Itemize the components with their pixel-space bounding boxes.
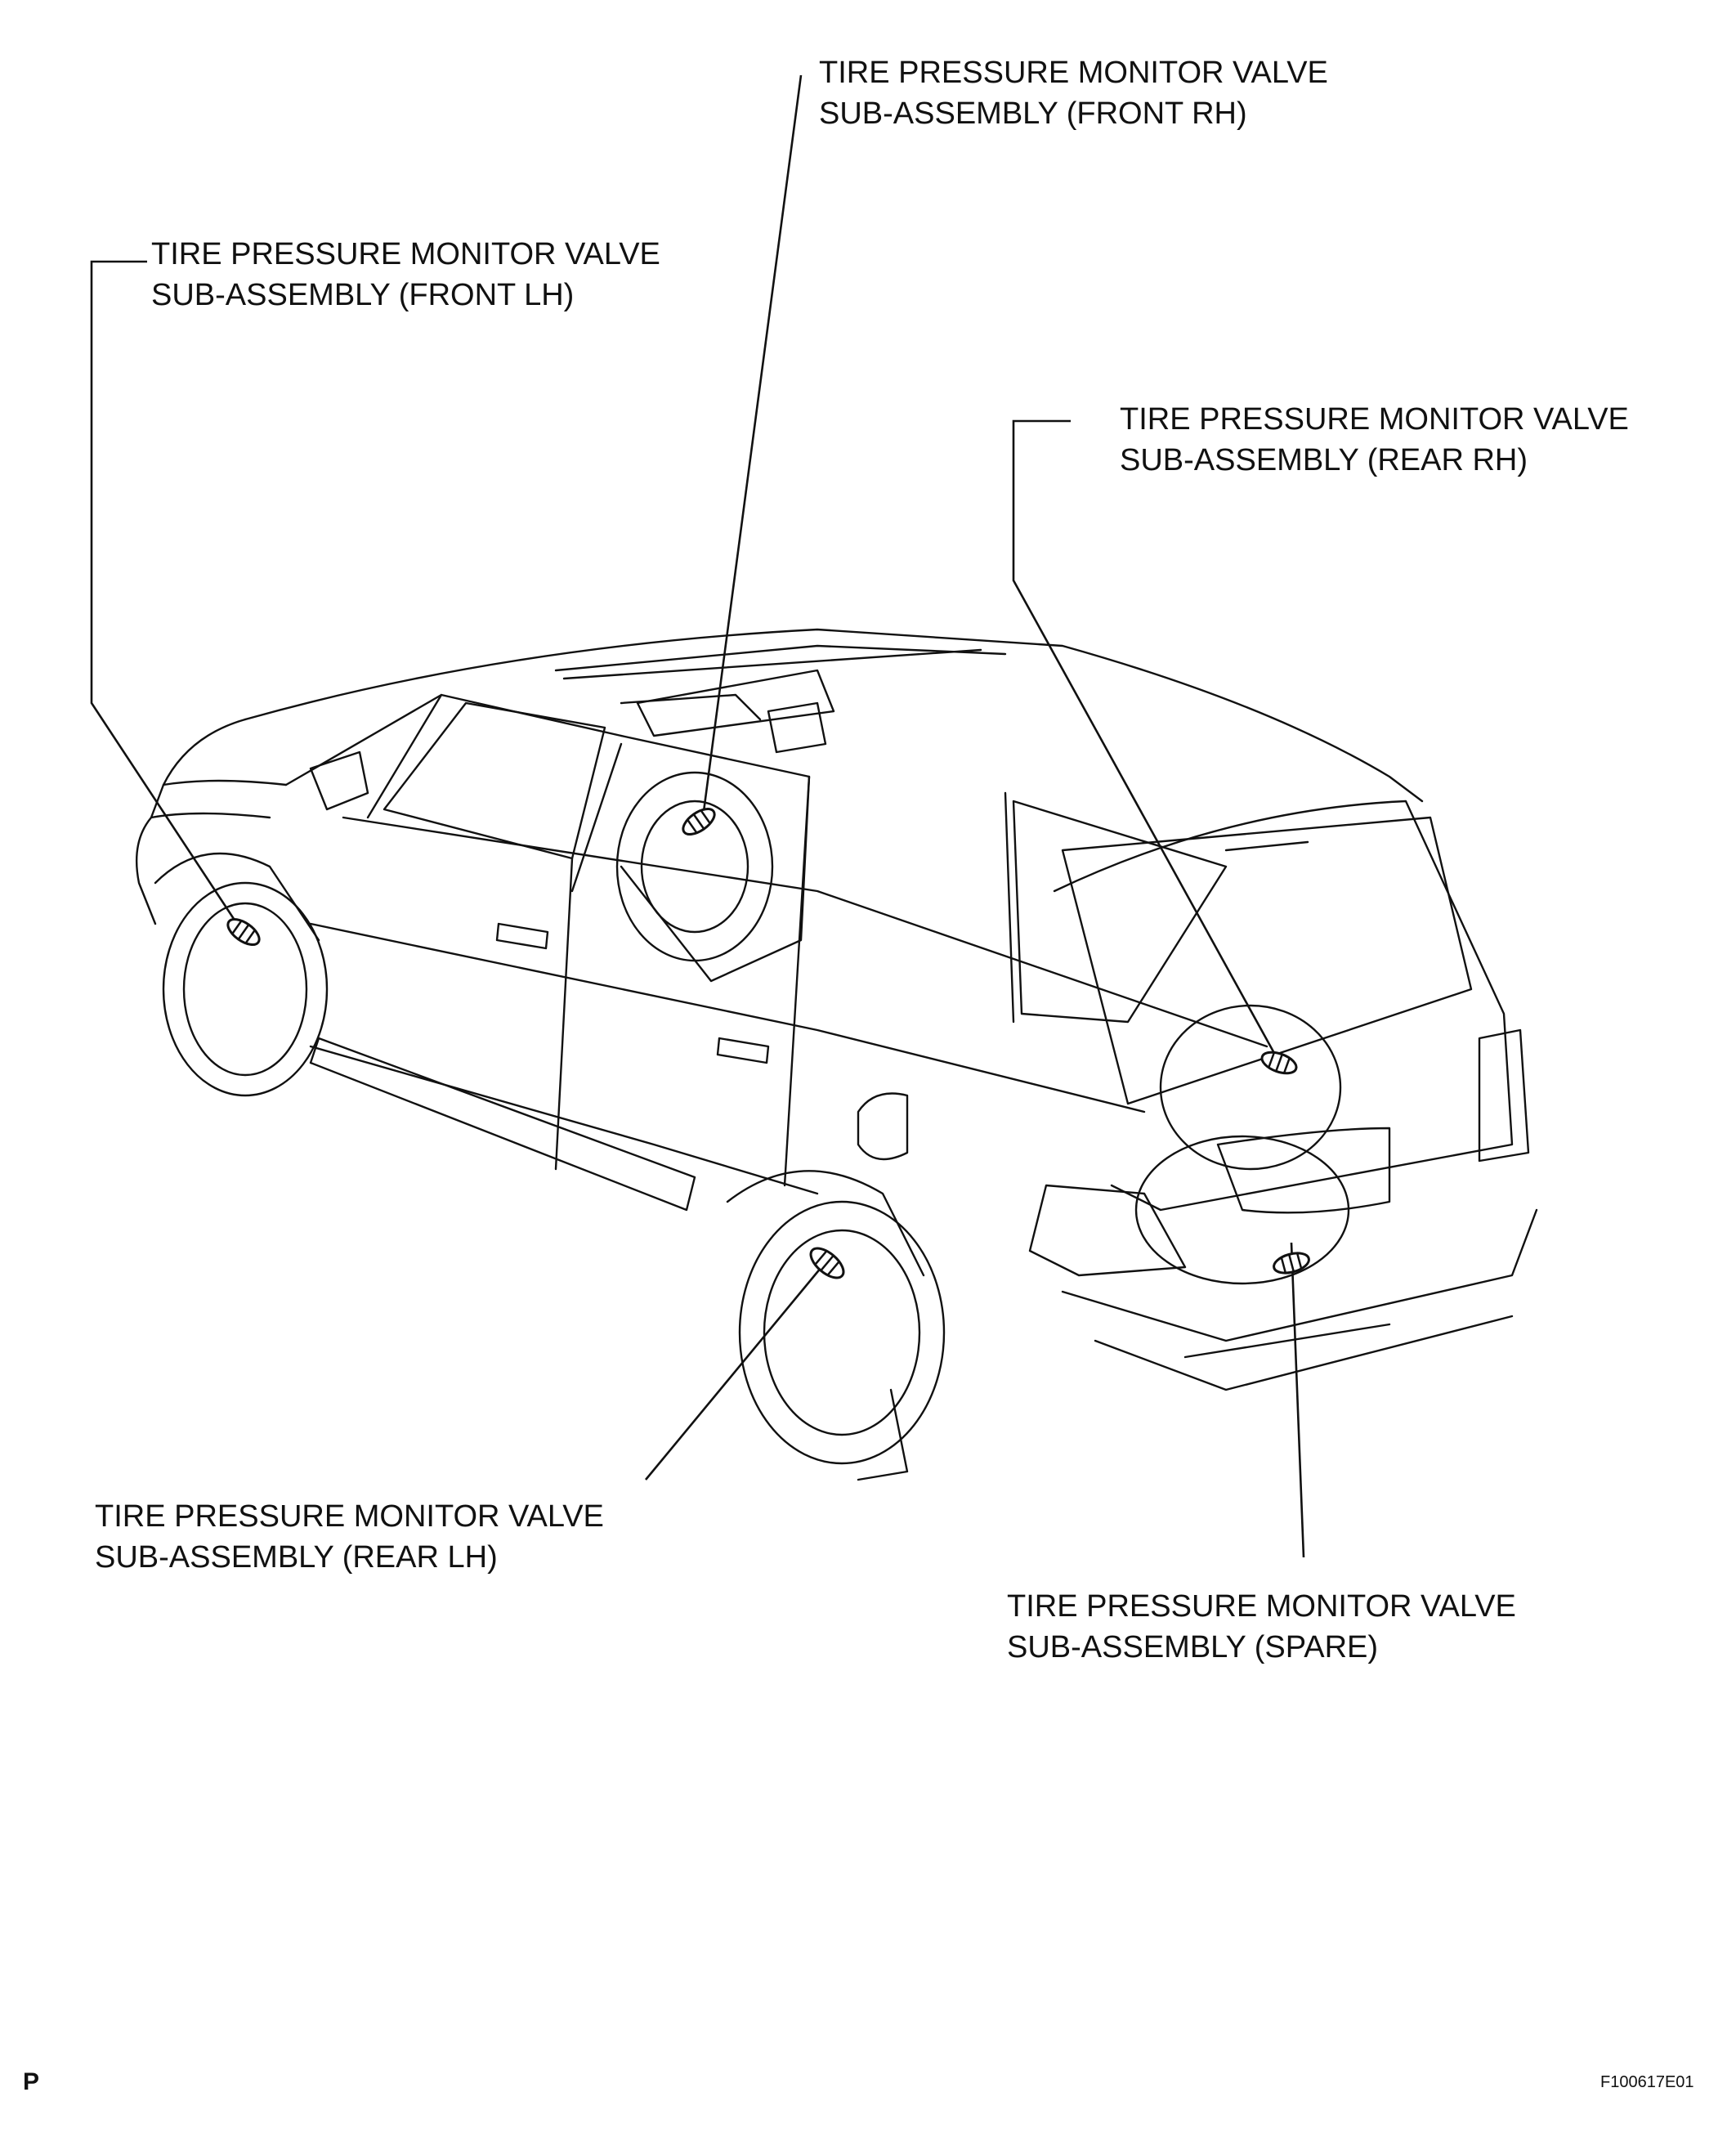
callout-spare-line2: SUB-ASSEMBLY (SPARE) <box>1007 1630 1379 1664</box>
callout-front-rh: TIRE PRESSURE MONITOR VALVE SUB-ASSEMBLY… <box>819 52 1328 134</box>
tire-valve-icon-rear-lh <box>809 1247 845 1279</box>
tire-valve-icon-front-rh <box>682 807 716 836</box>
callout-rear-lh-line1: TIRE PRESSURE MONITOR VALVE <box>95 1499 604 1534</box>
leader-front-lh <box>90 260 239 925</box>
leader-rear-lh <box>644 1266 823 1481</box>
vehicle-outline <box>135 628 1538 1481</box>
corner-letter: P <box>23 2068 40 2095</box>
tire-valve-icon-spare <box>1273 1252 1310 1275</box>
callout-front-rh-line2: SUB-ASSEMBLY (FRONT RH) <box>819 96 1247 131</box>
tire-valve-icon-front-lh <box>226 917 261 947</box>
figure-id: F100617E01 <box>1600 2073 1694 2091</box>
callout-front-rh-line1: TIRE PRESSURE MONITOR VALVE <box>819 56 1328 90</box>
leader-rear-rh <box>1012 419 1277 1055</box>
tire-valve-icon-rear-rh <box>1260 1051 1298 1075</box>
leader-front-rh <box>701 74 803 818</box>
callout-rear-lh-line2: SUB-ASSEMBLY (REAR LH) <box>95 1540 498 1575</box>
leader-lines <box>90 74 1305 1558</box>
callout-rear-rh-line1: TIRE PRESSURE MONITOR VALVE <box>1120 402 1629 437</box>
callout-rear-lh: TIRE PRESSURE MONITOR VALVE SUB-ASSEMBLY… <box>95 1496 604 1578</box>
callout-rear-rh-line2: SUB-ASSEMBLY (REAR RH) <box>1120 443 1528 477</box>
callout-spare: TIRE PRESSURE MONITOR VALVE SUB-ASSEMBLY… <box>1007 1586 1516 1668</box>
callout-rear-rh: TIRE PRESSURE MONITOR VALVE SUB-ASSEMBLY… <box>1120 399 1629 481</box>
callout-front-lh-line2: SUB-ASSEMBLY (FRONT LH) <box>151 278 575 312</box>
leader-spare <box>1290 1242 1305 1558</box>
callout-front-lh-line1: TIRE PRESSURE MONITOR VALVE <box>151 237 660 271</box>
callout-front-lh: TIRE PRESSURE MONITOR VALVE SUB-ASSEMBLY… <box>151 234 660 316</box>
callout-spare-line1: TIRE PRESSURE MONITOR VALVE <box>1007 1589 1516 1624</box>
